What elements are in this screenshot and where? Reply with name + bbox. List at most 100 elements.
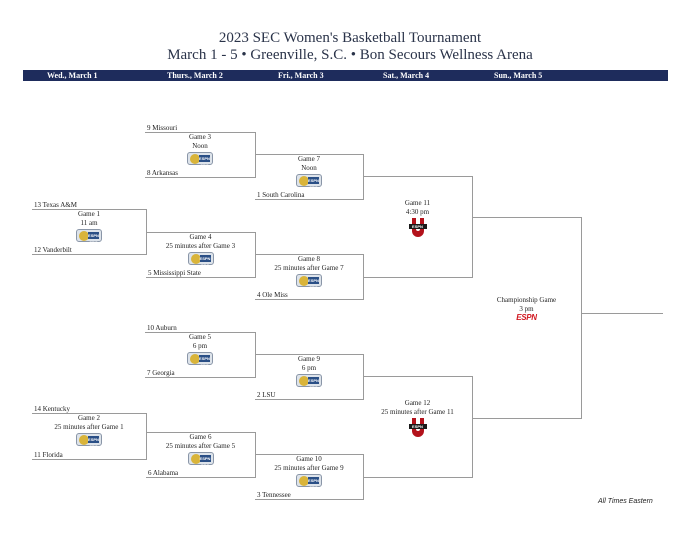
team-label: 14 Kentucky (34, 405, 70, 413)
game-time: 25 minutes after Game 9 (274, 463, 344, 472)
basketball-icon (299, 276, 309, 286)
game-time: 25 minutes after Game 1 (54, 422, 124, 431)
bracket-game-11 (363, 176, 473, 278)
game-time: Noon (301, 163, 317, 172)
sec-network-text: ESPN SEC (199, 355, 210, 368)
game-time: 25 minutes after Game 3 (165, 241, 236, 250)
game-label: Game 12 (404, 399, 431, 407)
sec-network-logo: ESPN SEC (187, 452, 214, 468)
basketball-icon (299, 176, 309, 186)
game-time: 6 pm (192, 341, 208, 350)
page-subtitle: March 1 - 5 • Greenville, S.C. • Bon Sec… (167, 47, 533, 63)
basketball-icon (190, 254, 201, 264)
team-label: 4 Ole Miss (257, 291, 288, 299)
sec-network-text: ESPN SEC (308, 177, 319, 190)
day-label-sat: Sat., March 4 (383, 71, 430, 80)
game-label: Game 7 (298, 155, 320, 163)
game-time: 11 am (80, 218, 98, 227)
sec-network-logo: ESPN SEC (76, 229, 102, 245)
sec-network-text: ESPN SEC (308, 477, 319, 490)
bracket-game-12 (363, 376, 473, 478)
team-label: 10 Auburn (147, 324, 177, 332)
game-time: 3 pm (519, 304, 534, 313)
team-label: 11 Florida (34, 451, 63, 459)
bracket-game-2 (32, 413, 147, 460)
game-label: Game 5 (189, 333, 211, 341)
basketball-icon (299, 476, 309, 486)
game-label: Game 4 (189, 233, 212, 241)
basketball-icon (79, 435, 89, 445)
game-label: Game 11 (404, 199, 431, 207)
sec-network-text: ESPN SEC (199, 455, 211, 468)
sec-network-logo: ESPN SEC (296, 274, 322, 290)
game-label: Game 10 (296, 455, 322, 463)
sec-network-text: ESPN SEC (88, 436, 99, 449)
team-label: 9 Missouri (147, 124, 178, 132)
sec-network-logo: ESPN SEC (296, 474, 322, 490)
team-label: 5 Mississippi State (148, 269, 201, 277)
sec-network-logo: ESPN SEC (187, 152, 213, 168)
day-header-bar: Wed., March 1 Thurs., March 2 Fri., Marc… (23, 70, 668, 81)
sec-network-logo: ESPN SEC (187, 252, 214, 268)
game-time: 25 minutes after Game 11 (381, 407, 454, 416)
team-label: 13 Texas A&M (34, 201, 77, 209)
day-label-thu: Thurs., March 2 (167, 71, 223, 80)
game-label: Game 9 (298, 355, 320, 363)
day-label-wed: Wed., March 1 (47, 71, 98, 80)
game-label: Game 6 (189, 433, 212, 441)
game-time: 25 minutes after Game 5 (165, 441, 236, 450)
sec-network-text: ESPN SEC (199, 155, 210, 168)
basketball-icon (79, 231, 89, 241)
espnu-logo: ESPN (408, 218, 427, 238)
sec-network-text: ESPN SEC (308, 377, 319, 390)
sec-network-text: ESPN SEC (199, 255, 211, 268)
basketball-icon (190, 454, 201, 464)
game-label: Game 8 (298, 255, 320, 263)
sec-network-logo: ESPN SEC (296, 374, 322, 390)
page-title: 2023 SEC Women's Basketball Tournament (218, 30, 482, 46)
day-label-sun: Sun., March 5 (494, 71, 543, 80)
team-label: 3 Tennessee (257, 491, 291, 499)
game-label: Game 1 (78, 210, 100, 218)
day-label-fri: Fri., March 3 (278, 71, 324, 80)
game-time: 25 minutes after Game 7 (274, 263, 344, 272)
sec-network-text: ESPN SEC (308, 277, 319, 290)
game-label: Game 2 (78, 414, 100, 422)
game-time: 6 pm (301, 363, 317, 372)
team-label: 8 Arkansas (147, 169, 178, 177)
espnu-text: ESPN (408, 424, 427, 429)
game-label: Game 3 (189, 133, 211, 141)
basketball-icon (299, 376, 309, 386)
basketball-icon (190, 154, 200, 164)
basketball-icon (190, 354, 200, 364)
team-label: 7 Georgia (147, 369, 175, 377)
team-label: 2 LSU (257, 391, 276, 399)
team-label: 12 Vanderbilt (34, 246, 72, 254)
game-label: Championship Game (496, 296, 557, 304)
bracket-championship (472, 217, 582, 419)
espnu-logo: ESPN (408, 418, 427, 438)
espnu-text: ESPN (408, 224, 427, 229)
game-time: Noon (192, 141, 208, 150)
sec-network-logo: ESPN SEC (76, 433, 102, 449)
game-time: 4:30 pm (405, 207, 430, 216)
team-label: 1 South Carolina (257, 191, 305, 199)
sec-network-logo: ESPN SEC (296, 174, 322, 190)
sec-network-logo: ESPN SEC (187, 352, 213, 368)
espn-logo: ESPN (516, 313, 537, 322)
sec-network-text: ESPN SEC (88, 232, 99, 245)
